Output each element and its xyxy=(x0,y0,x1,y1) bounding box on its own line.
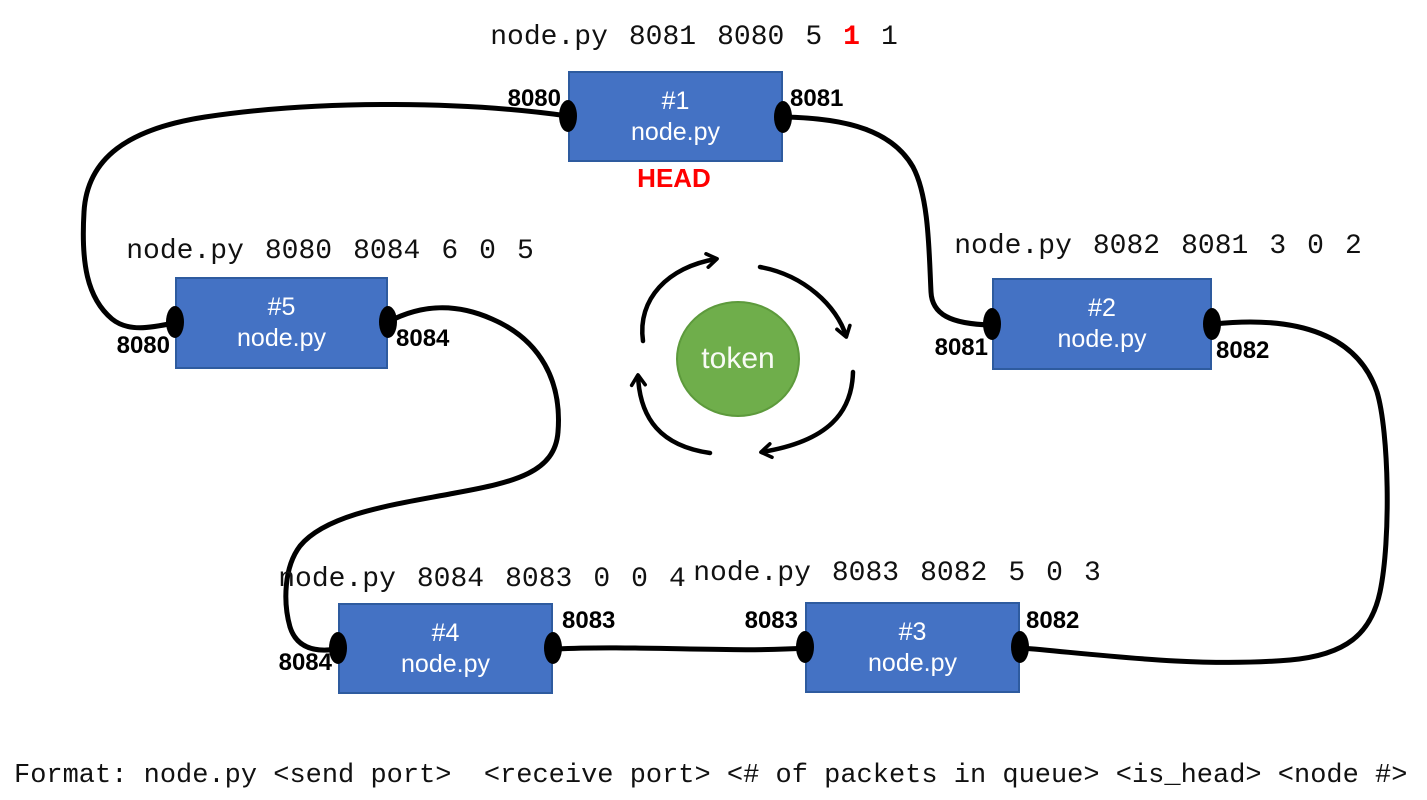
cmd-program: node.py xyxy=(278,564,396,595)
cmd-queue: 3 xyxy=(1269,231,1287,262)
cmd-recv-port: 8081 xyxy=(1181,231,1249,262)
wire-node1-to-node2 xyxy=(780,114,994,328)
node-2-command: node.py 8082 8081 3 0 2 xyxy=(954,231,1362,262)
token-label: token xyxy=(701,342,775,375)
cmd-node-num: 5 xyxy=(516,236,534,267)
cmd-node-num: 3 xyxy=(1083,558,1101,589)
cmd-is-head: 1 xyxy=(843,22,860,53)
wire-node3-to-node4 xyxy=(553,645,808,653)
node-4-box: #4 node.py xyxy=(338,603,553,694)
cmd-queue: 0 xyxy=(593,564,611,595)
cmd-recv-port: 8084 xyxy=(353,236,421,267)
node-3-subtitle: node.py xyxy=(868,648,957,677)
node-4-command: node.py 8084 8083 0 0 4 xyxy=(278,564,686,595)
cmd-is-head: 0 xyxy=(1307,231,1324,262)
node-1-command: node.py 8081 8080 5 1 1 xyxy=(490,22,898,53)
node-5-right-port-label: 8084 xyxy=(396,325,450,352)
node-1-subtitle: node.py xyxy=(631,117,720,146)
node-1-right-port-label: 8081 xyxy=(790,85,844,112)
cmd-queue: 6 xyxy=(441,236,459,267)
cmd-send-port: 8081 xyxy=(628,22,697,53)
node-5-left-port-label: 8080 xyxy=(116,332,170,359)
cmd-send-port: 8082 xyxy=(1092,231,1161,262)
cmd-recv-port: 8082 xyxy=(920,558,988,589)
node-3-box: #3 node.py xyxy=(805,602,1020,693)
cmd-send-port: 8084 xyxy=(416,564,485,595)
node-2-right-port-label: 8082 xyxy=(1216,337,1270,364)
cmd-program: node.py xyxy=(126,236,244,267)
cmd-node-num: 1 xyxy=(880,22,898,53)
node-3-left-port-label: 8083 xyxy=(744,607,798,634)
cmd-is-head: 0 xyxy=(1046,558,1063,589)
node-1-title: #1 xyxy=(661,86,690,115)
cmd-is-head: 0 xyxy=(631,564,648,595)
cmd-send-port: 8080 xyxy=(264,236,333,267)
format-line: Format: node.py <send port> <receive por… xyxy=(14,761,1408,791)
cmd-send-port: 8083 xyxy=(831,558,900,589)
cmd-program: node.py xyxy=(954,231,1072,262)
cmd-queue: 5 xyxy=(805,22,823,53)
node-5-title: #5 xyxy=(267,293,296,321)
node-2-left-port-label: 8081 xyxy=(934,334,988,361)
node-5-box: #5 node.py xyxy=(175,277,388,369)
cmd-program: node.py xyxy=(490,22,608,53)
cmd-node-num: 2 xyxy=(1344,231,1362,262)
node-4-left-port-label: 8084 xyxy=(278,649,332,676)
token-circle: token xyxy=(676,301,800,417)
node-3-right-port-label: 8082 xyxy=(1026,607,1080,634)
cmd-program: node.py xyxy=(693,558,811,589)
cmd-queue: 5 xyxy=(1008,558,1026,589)
node-3-title: #3 xyxy=(898,617,927,646)
node-2-box: #2 node.py xyxy=(992,278,1212,370)
node-2-title: #2 xyxy=(1088,294,1116,322)
node-1-box: #1 node.py xyxy=(568,71,783,162)
node-2-subtitle: node.py xyxy=(1057,325,1147,353)
head-label: HEAD xyxy=(637,163,711,193)
cmd-node-num: 4 xyxy=(668,564,686,595)
node-4-subtitle: node.py xyxy=(401,649,490,678)
node-3-command: node.py 8083 8082 5 0 3 xyxy=(693,558,1101,589)
cmd-recv-port: 8083 xyxy=(505,564,573,595)
node-5-command: node.py 8080 8084 6 0 5 xyxy=(126,236,534,267)
cmd-recv-port: 8080 xyxy=(717,22,785,53)
cmd-is-head: 0 xyxy=(479,236,496,267)
node-4-title: #4 xyxy=(431,618,460,647)
node-4-right-port-label: 8083 xyxy=(562,607,616,634)
node-1-left-port-label: 8080 xyxy=(507,85,561,112)
node-5-subtitle: node.py xyxy=(237,324,326,352)
